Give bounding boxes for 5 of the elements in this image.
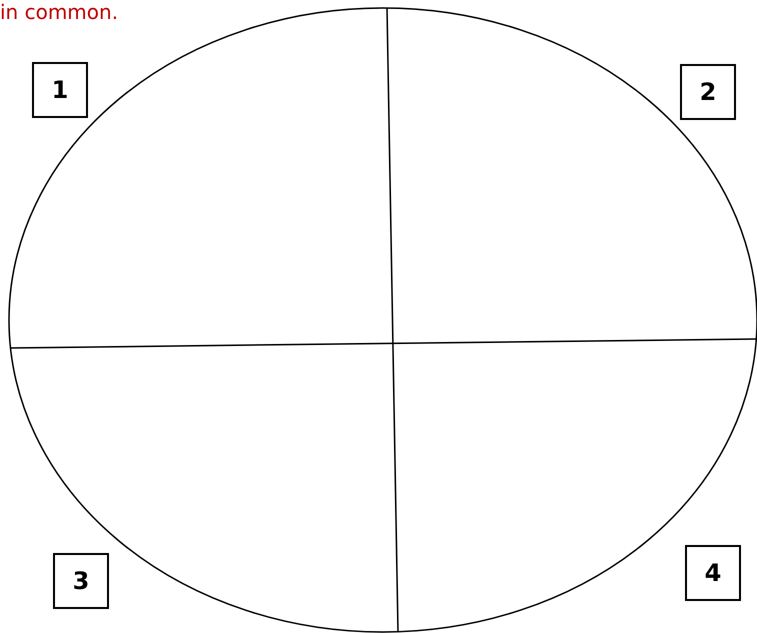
instruction-text: in common. [0,0,118,24]
number-box: 1 [32,62,88,118]
number-box: 2 [680,64,736,120]
number-box: 4 [685,545,741,601]
number-box: 3 [53,553,109,609]
